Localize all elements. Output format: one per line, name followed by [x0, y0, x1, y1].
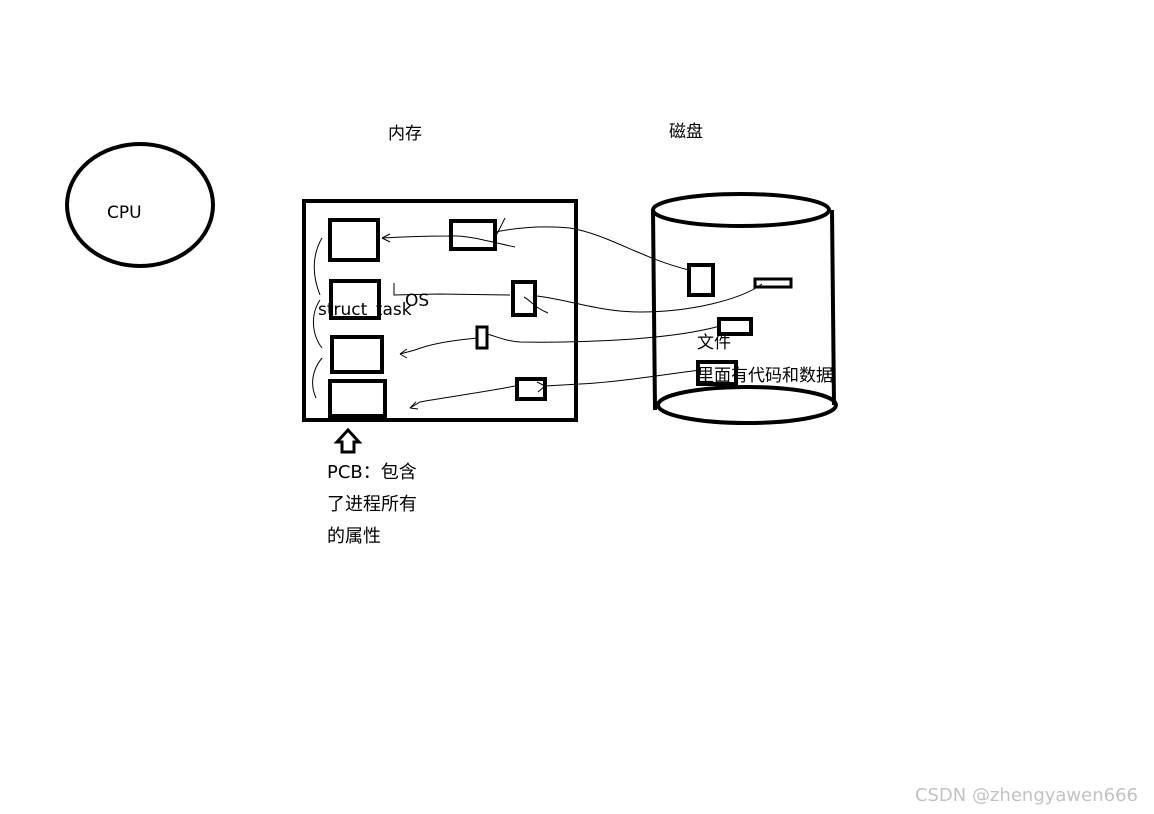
disk-side-left — [651, 209, 657, 411]
up-arrow-icon — [333, 427, 363, 454]
pcb-block — [328, 218, 380, 262]
pcb-block — [330, 335, 384, 374]
cpu-shape — [65, 142, 215, 268]
pointer-arrow — [409, 401, 419, 410]
pointer-arrow — [393, 283, 511, 296]
memory-program-block — [449, 219, 497, 251]
os-label: OS — [405, 291, 430, 311]
disk-side-right — [830, 209, 836, 406]
load-arrow — [536, 283, 763, 313]
disk-top — [651, 192, 831, 228]
pcb-description-line: 的属性 — [327, 526, 381, 547]
pcb-link-arrow — [312, 357, 323, 399]
memory-program-block — [511, 280, 537, 317]
struct-task-label: struct_task — [318, 300, 412, 320]
memory-box — [302, 199, 578, 422]
pcb-block — [328, 379, 387, 418]
watermark: CSDN @zhengyawen666 — [914, 785, 1138, 806]
pcb-description-line: PCB：包含 — [327, 462, 417, 483]
disk-file-block — [753, 277, 793, 289]
disk-file-block — [687, 263, 715, 297]
pcb-link-arrow — [313, 299, 323, 349]
disk-bottom — [656, 385, 838, 425]
pointer-arrow — [381, 233, 391, 243]
file-contents-label: 里面有代码和数据 — [697, 366, 833, 386]
pcb-link-arrow — [313, 237, 323, 296]
file-label: 文件 — [697, 333, 731, 353]
load-arrow — [536, 381, 546, 393]
memory-program-block — [475, 325, 489, 350]
disk-file-block — [717, 317, 753, 336]
pointer-arrow — [409, 385, 516, 409]
load-arrow — [486, 325, 721, 343]
cpu-label: CPU — [107, 203, 142, 223]
memory-label: 内存 — [388, 124, 422, 144]
pointer-arrow — [399, 337, 479, 355]
load-arrow — [544, 369, 701, 387]
memory-program-block — [515, 377, 547, 401]
disk-file-block — [696, 360, 738, 386]
load-arrow — [494, 226, 690, 271]
pointer-arrow — [523, 296, 549, 314]
pcb-description-line: 了进程所有 — [327, 494, 417, 515]
pointer-arrow — [399, 348, 408, 359]
disk-label: 磁盘 — [669, 122, 703, 142]
pointer-arrow — [381, 235, 516, 248]
pcb-block — [329, 279, 381, 320]
